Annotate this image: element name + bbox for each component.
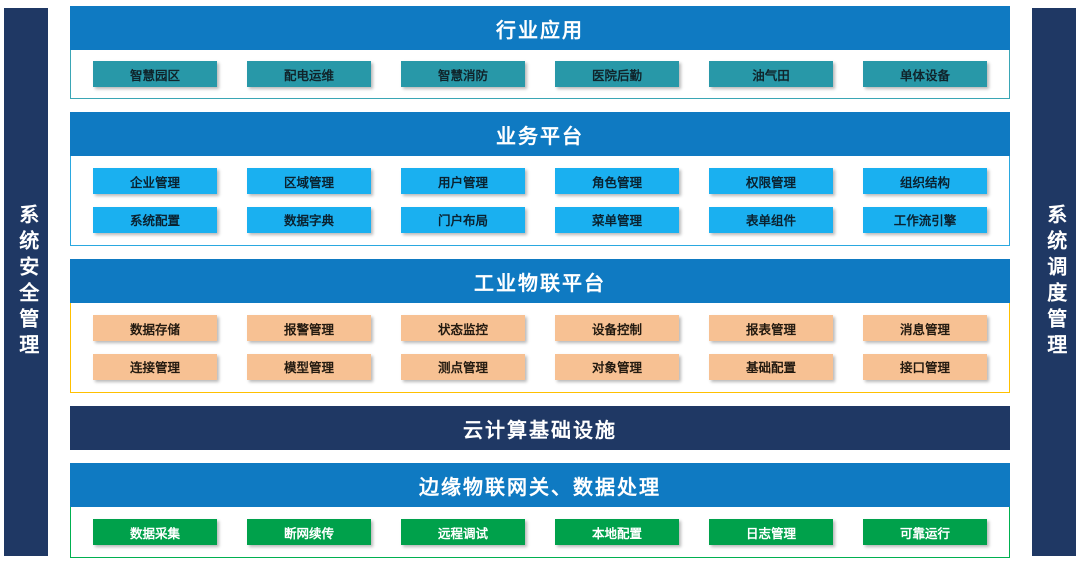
chip-industry-smart-park[interactable]: 智慧园区 bbox=[93, 61, 217, 87]
chip-row: 智慧园区 配电运维 智慧消防 医院后勤 油气田 单体设备 bbox=[71, 61, 1009, 87]
layer-iot-body: 数据存储 报警管理 状态监控 设备控制 报表管理 消息管理 连接管理 模型管理 … bbox=[70, 303, 1010, 393]
chip-business-menu-mgmt[interactable]: 菜单管理 bbox=[555, 206, 679, 233]
layer-industry-header: 行业应用 bbox=[70, 6, 1010, 50]
chip-edge-data-acquisition[interactable]: 数据采集 bbox=[93, 519, 217, 545]
chip-iot-report-mgmt[interactable]: 报表管理 bbox=[709, 315, 833, 342]
chip-iot-status-monitor[interactable]: 状态监控 bbox=[401, 315, 525, 342]
layer-business-header: 业务平台 bbox=[70, 112, 1010, 156]
chip-business-data-dictionary[interactable]: 数据字典 bbox=[247, 206, 371, 233]
layer-edge-body: 数据采集 断网续传 远程调试 本地配置 日志管理 可靠运行 bbox=[70, 507, 1010, 558]
layer-industry-applications: 行业应用 智慧园区 配电运维 智慧消防 医院后勤 油气田 单体设备 bbox=[70, 6, 1010, 99]
chip-iot-basic-config[interactable]: 基础配置 bbox=[709, 353, 833, 380]
chip-row: 连接管理 模型管理 测点管理 对象管理 基础配置 接口管理 bbox=[71, 353, 1009, 380]
chip-iot-message-mgmt[interactable]: 消息管理 bbox=[863, 315, 987, 342]
chip-business-role-mgmt[interactable]: 角色管理 bbox=[555, 168, 679, 195]
sidebar-right-system-scheduling: 系统调度管理 bbox=[1032, 8, 1076, 556]
chip-iot-alarm-mgmt[interactable]: 报警管理 bbox=[247, 315, 371, 342]
chip-industry-single-device[interactable]: 单体设备 bbox=[863, 61, 987, 87]
chip-business-system-config[interactable]: 系统配置 bbox=[93, 206, 217, 233]
chip-business-org-structure[interactable]: 组织结构 bbox=[863, 168, 987, 195]
layer-business-platform: 业务平台 企业管理 区域管理 用户管理 角色管理 权限管理 组织结构 系统配置 … bbox=[70, 112, 1010, 246]
chip-row: 企业管理 区域管理 用户管理 角色管理 权限管理 组织结构 bbox=[71, 168, 1009, 195]
chip-business-portal-layout[interactable]: 门户布局 bbox=[401, 206, 525, 233]
layer-edge-header: 边缘物联网关、数据处理 bbox=[70, 463, 1010, 507]
chip-iot-device-control[interactable]: 设备控制 bbox=[555, 315, 679, 342]
chip-row: 数据采集 断网续传 远程调试 本地配置 日志管理 可靠运行 bbox=[71, 519, 1009, 545]
chip-industry-smart-fire[interactable]: 智慧消防 bbox=[401, 61, 525, 87]
chip-edge-local-config[interactable]: 本地配置 bbox=[555, 519, 679, 545]
chip-iot-point-mgmt[interactable]: 测点管理 bbox=[401, 353, 525, 380]
sidebar-left-system-security: 系统安全管理 bbox=[4, 8, 48, 556]
chip-iot-model-mgmt[interactable]: 模型管理 bbox=[247, 353, 371, 380]
layer-business-body: 企业管理 区域管理 用户管理 角色管理 权限管理 组织结构 系统配置 数据字典 … bbox=[70, 156, 1010, 246]
chip-business-region-mgmt[interactable]: 区域管理 bbox=[247, 168, 371, 195]
chip-iot-interface-mgmt[interactable]: 接口管理 bbox=[863, 353, 987, 380]
chip-row: 数据存储 报警管理 状态监控 设备控制 报表管理 消息管理 bbox=[71, 315, 1009, 342]
chip-edge-offline-resume[interactable]: 断网续传 bbox=[247, 519, 371, 545]
chip-edge-remote-debug[interactable]: 远程调试 bbox=[401, 519, 525, 545]
layer-stack: 行业应用 智慧园区 配电运维 智慧消防 医院后勤 油气田 单体设备 业务平台 企… bbox=[70, 6, 1010, 558]
chip-business-user-mgmt[interactable]: 用户管理 bbox=[401, 168, 525, 195]
layer-cloud-infrastructure: 云计算基础设施 bbox=[70, 406, 1010, 450]
layer-industrial-iot-platform: 工业物联平台 数据存储 报警管理 状态监控 设备控制 报表管理 消息管理 连接管… bbox=[70, 259, 1010, 393]
chip-industry-power-ops[interactable]: 配电运维 bbox=[247, 61, 371, 87]
chip-row: 系统配置 数据字典 门户布局 菜单管理 表单组件 工作流引擎 bbox=[71, 206, 1009, 233]
layer-industry-body: 智慧园区 配电运维 智慧消防 医院后勤 油气田 单体设备 bbox=[70, 50, 1010, 99]
chip-business-permission-mgmt[interactable]: 权限管理 bbox=[709, 168, 833, 195]
layer-cloud-header: 云计算基础设施 bbox=[70, 406, 1010, 450]
layer-edge-gateway: 边缘物联网关、数据处理 数据采集 断网续传 远程调试 本地配置 日志管理 可靠运… bbox=[70, 463, 1010, 558]
sidebar-right-label: 系统调度管理 bbox=[1043, 204, 1066, 360]
chip-iot-connection-mgmt[interactable]: 连接管理 bbox=[93, 353, 217, 380]
chip-industry-oil-gas[interactable]: 油气田 bbox=[709, 61, 833, 87]
chip-edge-reliable-runtime[interactable]: 可靠运行 bbox=[863, 519, 987, 545]
chip-iot-data-storage[interactable]: 数据存储 bbox=[93, 315, 217, 342]
sidebar-left-label: 系统安全管理 bbox=[15, 204, 38, 360]
chip-iot-object-mgmt[interactable]: 对象管理 bbox=[555, 353, 679, 380]
chip-industry-hospital[interactable]: 医院后勤 bbox=[555, 61, 679, 87]
chip-business-enterprise-mgmt[interactable]: 企业管理 bbox=[93, 168, 217, 195]
layer-iot-header: 工业物联平台 bbox=[70, 259, 1010, 303]
chip-business-workflow-engine[interactable]: 工作流引擎 bbox=[863, 206, 987, 233]
chip-business-form-component[interactable]: 表单组件 bbox=[709, 206, 833, 233]
chip-edge-log-mgmt[interactable]: 日志管理 bbox=[709, 519, 833, 545]
